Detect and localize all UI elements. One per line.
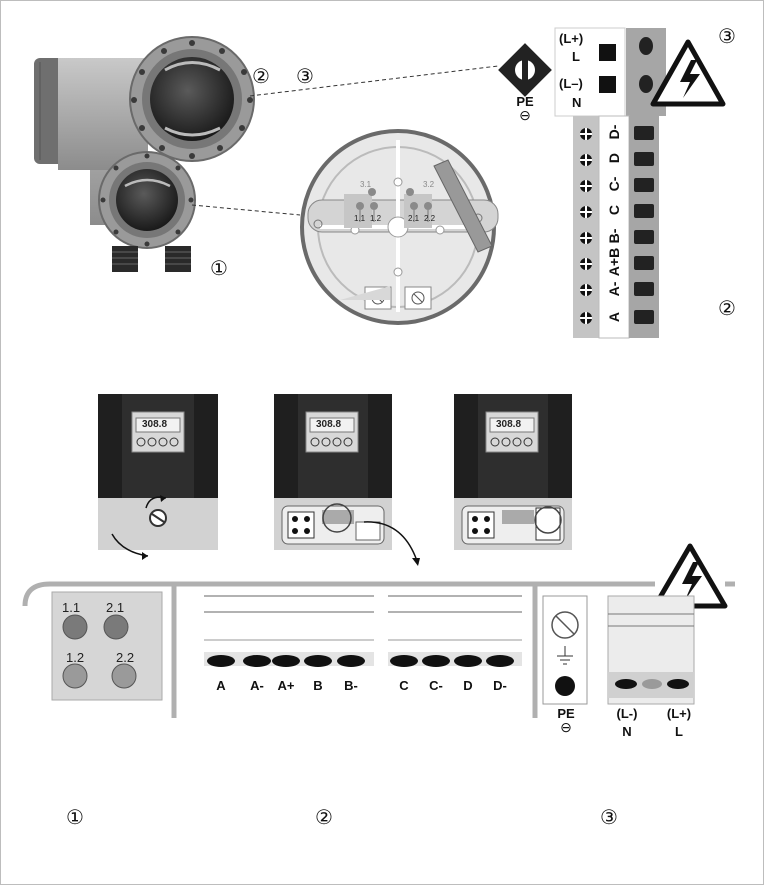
power-label-l-plus: (L+) [559,31,584,46]
power-col-n-top: (L-) [616,706,638,721]
signal-terminal-block-left [204,592,374,672]
pin-label-2-2: 2.2 [116,650,135,665]
terminal-label-c-minus: C- [606,176,622,192]
ground-symbol-bottom: ⊖ [560,719,572,735]
terminal-a-plus: A+ [277,678,295,693]
device-front-3 [454,394,572,550]
terminal-b-minus: B- [344,678,358,693]
signal-terminal-strip [573,115,659,339]
warning-triangle-top [650,39,726,107]
bottom-bracket [22,581,735,718]
marker-2-right: ② [718,296,736,320]
pin-board-detail [300,129,499,325]
terminal-a: A [216,678,226,693]
terminal-c-minus: C- [429,678,443,693]
terminal-label-c: C [606,204,622,216]
pin-label-1-1-top: 1.1 [354,214,366,223]
transmitter-housing [34,36,255,272]
terminal-a-minus: A- [250,678,264,693]
terminal-b: B [313,678,323,693]
pin-label-3-1: 3.1 [360,180,372,189]
terminal-label-d: D [606,152,622,164]
terminal-d: D [463,678,473,693]
pin-label-1-2: 1.2 [66,650,85,665]
terminal-d-minus: D- [493,678,507,693]
device-front-1 [98,394,218,560]
pin-label-2-1: 2.1 [106,600,125,615]
terminal-label-d-minus: D- [606,124,622,140]
marker-1-top: ① [210,256,228,280]
pin-label-2-1-top: 2.1 [408,214,420,223]
signal-terminal-block-right [388,592,522,672]
power-col-n-bottom: N [622,724,632,739]
marker-3-top: ③ [296,64,314,88]
power-label-l-minus: (L–) [559,76,583,91]
pin-jumper-panel [51,591,163,701]
terminal-label-a: A [606,311,622,323]
display-readout-3: 308.8 [496,419,522,430]
power-terminal-detail [607,595,695,705]
device-front-2 [274,394,420,566]
marker-2-bottom: ② [315,805,333,829]
pe-ground-terminal [542,595,588,705]
callout-line-upper [249,65,499,97]
pe-label-bottom: PE [557,706,575,721]
ground-symbol-top: ⊖ [519,107,531,123]
pin-label-1-2-top: 1.2 [370,214,382,223]
pe-label-top: PE [516,94,534,109]
pin-label-3-2: 3.2 [423,180,435,189]
pin-label-2-2-top: 2.2 [424,214,436,223]
callout-line-lower [191,204,301,216]
display-readout-2: 308.8 [316,419,342,430]
power-label-l: L [572,49,580,64]
terminal-label-a-minus: A- [606,281,622,297]
display-readout-1: 308.8 [142,419,168,430]
power-col-l-bottom: L [675,724,683,739]
marker-2-top: ② [252,64,270,88]
marker-3-bottom: ③ [600,805,618,829]
pin-label-1-1: 1.1 [62,600,81,615]
marker-1-bottom: ① [66,805,84,829]
power-col-l-top: (L+) [666,706,692,721]
pe-terminal-diamond [498,43,552,97]
terminal-c: C [399,678,409,693]
marker-3-top-right: ③ [718,24,736,48]
power-label-n: N [572,95,582,110]
